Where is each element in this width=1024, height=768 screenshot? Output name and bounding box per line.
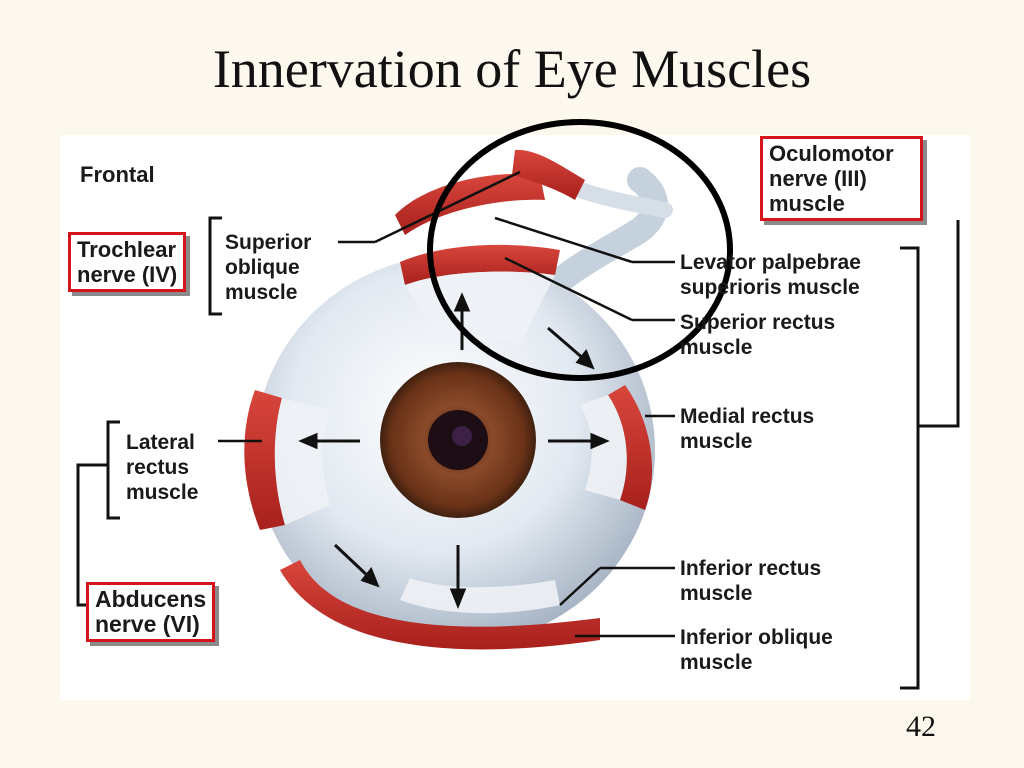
inferior-rectus-line1: Inferior rectus (680, 557, 822, 580)
medial-rectus-label: Medial rectus muscle (680, 404, 814, 454)
superior-oblique-line3: muscle (225, 281, 298, 304)
lateral-rectus-line3: muscle (126, 481, 199, 504)
oculomotor-nerve-line3: muscle (769, 191, 845, 216)
view-label: Frontal (80, 162, 155, 187)
oculomotor-nerve-line2: nerve (III) (769, 166, 867, 191)
inferior-oblique-muscle-shape (280, 560, 600, 650)
trochlear-nerve-line1: Trochlear (77, 237, 177, 262)
leader-lines (218, 170, 675, 638)
highlight-circle (427, 119, 733, 381)
superior-rectus-line2: muscle (680, 336, 753, 359)
trochlear-nerve-line2: nerve (IV) (77, 262, 178, 287)
medial-rectus-line2: muscle (680, 430, 753, 453)
movement-arrows (298, 292, 610, 610)
superior-rectus-label: Superior rectus muscle (680, 310, 835, 360)
abducens-nerve-line2: nerve (VI) (95, 611, 200, 637)
superior-oblique-line2: oblique (225, 256, 300, 279)
abducens-nerve-line1: Abducens (95, 586, 207, 612)
superior-oblique-line1: Superior (225, 231, 312, 254)
levator-line1: Levator palpebrae (680, 251, 861, 274)
medial-rectus-line1: Medial rectus (680, 405, 815, 428)
inferior-oblique-line2: muscle (680, 651, 753, 674)
trochlear-nerve-box: Trochlear nerve (IV) (68, 232, 187, 292)
medial-rectus-muscle-shape (608, 385, 653, 510)
superior-oblique-label: Superior oblique muscle (225, 230, 311, 305)
inferior-oblique-line1: Inferior oblique (680, 626, 833, 649)
lateral-rectus-line2: rectus (126, 456, 190, 479)
inferior-rectus-line2: muscle (680, 582, 753, 605)
inferior-rectus-label: Inferior rectus muscle (680, 556, 821, 606)
oculomotor-nerve-box: Oculomotor nerve (III) muscle (760, 136, 923, 221)
levator-line2: superioris muscle (680, 276, 860, 299)
slide-title: Innervation of Eye Muscles (212, 39, 812, 99)
oculomotor-nerve-line1: Oculomotor (769, 141, 894, 166)
superior-rectus-muscle-shape (400, 244, 560, 285)
page-number: 42 (906, 710, 936, 743)
superior-rectus-line1: Superior rectus (680, 311, 836, 334)
brackets (76, 216, 960, 690)
abducens-nerve-box: Abducens nerve (VI) (86, 582, 216, 642)
inferior-oblique-label: Inferior oblique muscle (680, 625, 833, 675)
lateral-rectus-muscle-shape (244, 390, 285, 530)
lateral-rectus-label: Lateral rectus muscle (126, 430, 198, 505)
lateral-rectus-line1: Lateral (126, 431, 195, 454)
levator-label: Levator palpebrae superioris muscle (680, 250, 861, 300)
